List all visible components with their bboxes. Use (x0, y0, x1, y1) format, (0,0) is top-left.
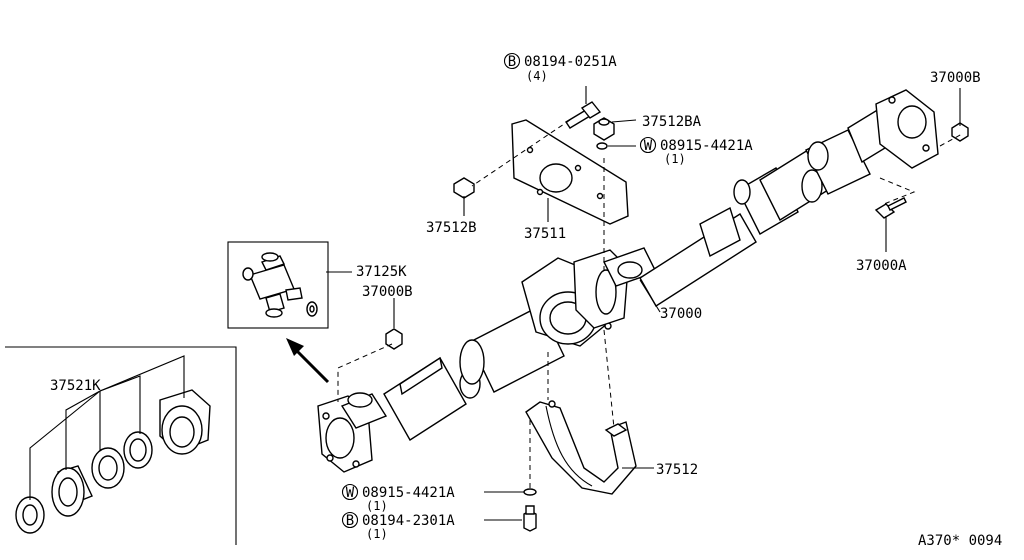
bearing-kit-drawing (15, 389, 211, 534)
ujoint-inset-box (227, 241, 329, 329)
qty-4: (4) (526, 69, 548, 83)
bolt-37000A-drawing (874, 197, 907, 219)
label-37512B: 37512B (426, 220, 477, 236)
label-37512BA: 37512BA (642, 114, 702, 130)
nut-37512B-drawing (453, 177, 475, 199)
washer-top-drawing (596, 142, 608, 150)
bearing-inset-box (5, 346, 237, 545)
label-37000B-top: 37000B (930, 70, 981, 86)
qty-1-b: (1) (366, 527, 388, 541)
bolt-marker-top: B (508, 54, 516, 70)
bolt-marker-circle-bottom (341, 511, 359, 529)
label-37511: 37511 (524, 226, 566, 242)
washer-marker-circle-bottom (341, 483, 359, 501)
alignment-lines (337, 119, 963, 490)
label-37000B-mid: 37000B (362, 284, 413, 300)
label-08915-4421A-top: 08915-4421A (660, 138, 753, 154)
nut-37000B-mid-drawing (385, 328, 403, 350)
label-37000: 37000 (660, 306, 702, 322)
label-37521K: 37521K (50, 378, 101, 394)
label-08194-2301A: 08194-2301A (362, 513, 455, 529)
propeller-shaft-drawing (317, 89, 939, 473)
ujoint-kit-drawing (242, 252, 318, 318)
bracket-37511-drawing (511, 119, 629, 225)
washer-bottom-drawing (523, 488, 537, 496)
nut-37512BA-drawing (593, 117, 615, 141)
reference-code: A370* 0094 (918, 533, 1002, 549)
label-37000A: 37000A (856, 258, 907, 274)
bolt-bottom-drawing (523, 505, 537, 532)
label-37512: 37512 (656, 462, 698, 478)
washer-marker-top: W (644, 138, 653, 154)
bolt-top-drawing (565, 101, 602, 129)
washer-marker-circle-top (639, 136, 657, 154)
arrow-icon (286, 338, 330, 384)
strap-37512-drawing (525, 400, 637, 495)
label-37125K: 37125K (356, 264, 407, 280)
bolt-marker-bottom: B (346, 513, 354, 529)
bearing-kit-leaders (29, 355, 185, 500)
washer-marker-bottom: W (346, 485, 355, 501)
leader-lines (326, 86, 961, 521)
qty-1-a: (1) (366, 499, 388, 513)
label-08915-4421A-bottom: 08915-4421A (362, 485, 455, 501)
label-08194-0251A: 08194-0251A (524, 54, 617, 70)
qty-1-top: (1) (664, 152, 686, 166)
bolt-marker-circle-top (503, 52, 521, 70)
